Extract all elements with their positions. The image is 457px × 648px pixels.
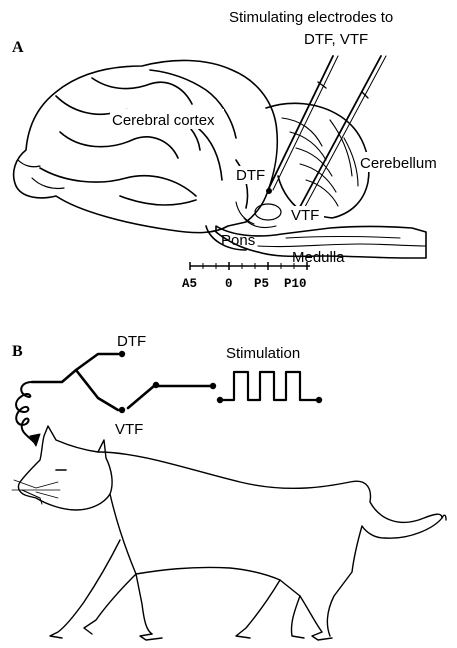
fork-lower (76, 370, 118, 410)
terminal-switch-end (210, 383, 216, 389)
electrode-tip-dtf (267, 189, 272, 194)
label-medulla: Medulla (292, 249, 345, 266)
cat-body (98, 452, 442, 636)
cat-hind-leg (236, 580, 280, 638)
panel-a: A Stimulating electrodes to DTF, VTF (12, 9, 454, 291)
scale-tick-0: 0 (225, 277, 233, 291)
label-cerebral-cortex: Cerebral cortex (112, 112, 215, 129)
electrode-title-line2: DTF, VTF (304, 31, 368, 48)
coiled-cable (16, 382, 34, 442)
panel-a-letter: A (12, 39, 24, 56)
switch-lever (128, 386, 154, 408)
cat-belly (110, 494, 322, 634)
stimulating-electrodes (267, 56, 387, 222)
terminal-wave-end (316, 397, 322, 403)
electrode-title-line1: Stimulating electrodes to (229, 9, 393, 26)
cat-illustration (12, 426, 446, 640)
scale-tick-a5: A5 (182, 277, 197, 291)
label-stimulation: Stimulation (226, 345, 300, 362)
electrode-arrow-right (362, 92, 368, 98)
label-cerebellum: Cerebellum (360, 155, 437, 172)
label-dtf: DTF (236, 167, 265, 184)
label-pons: Pons (221, 232, 255, 249)
scale-tick-p10: P10 (284, 277, 307, 291)
panel-b: B DTF VTF Stimulation (12, 333, 446, 640)
cat-tail (442, 515, 446, 520)
terminal-wave-start (217, 397, 223, 403)
label-b-vtf: VTF (115, 421, 143, 438)
electrode-vtf (294, 56, 381, 218)
scale-tick-p5: P5 (254, 277, 269, 291)
stimulation-waveform (222, 372, 316, 400)
electrode-wiring (16, 354, 316, 446)
terminal-vtf (119, 407, 125, 413)
terminal-dtf (119, 351, 125, 357)
electrode-dtf (268, 56, 333, 190)
label-vtf: VTF (291, 207, 319, 224)
panel-b-letter: B (12, 343, 23, 360)
terminal-switch (153, 382, 159, 388)
label-b-dtf: DTF (117, 333, 146, 350)
fork-main (32, 354, 118, 382)
cat-front-leg-rear (50, 540, 120, 638)
